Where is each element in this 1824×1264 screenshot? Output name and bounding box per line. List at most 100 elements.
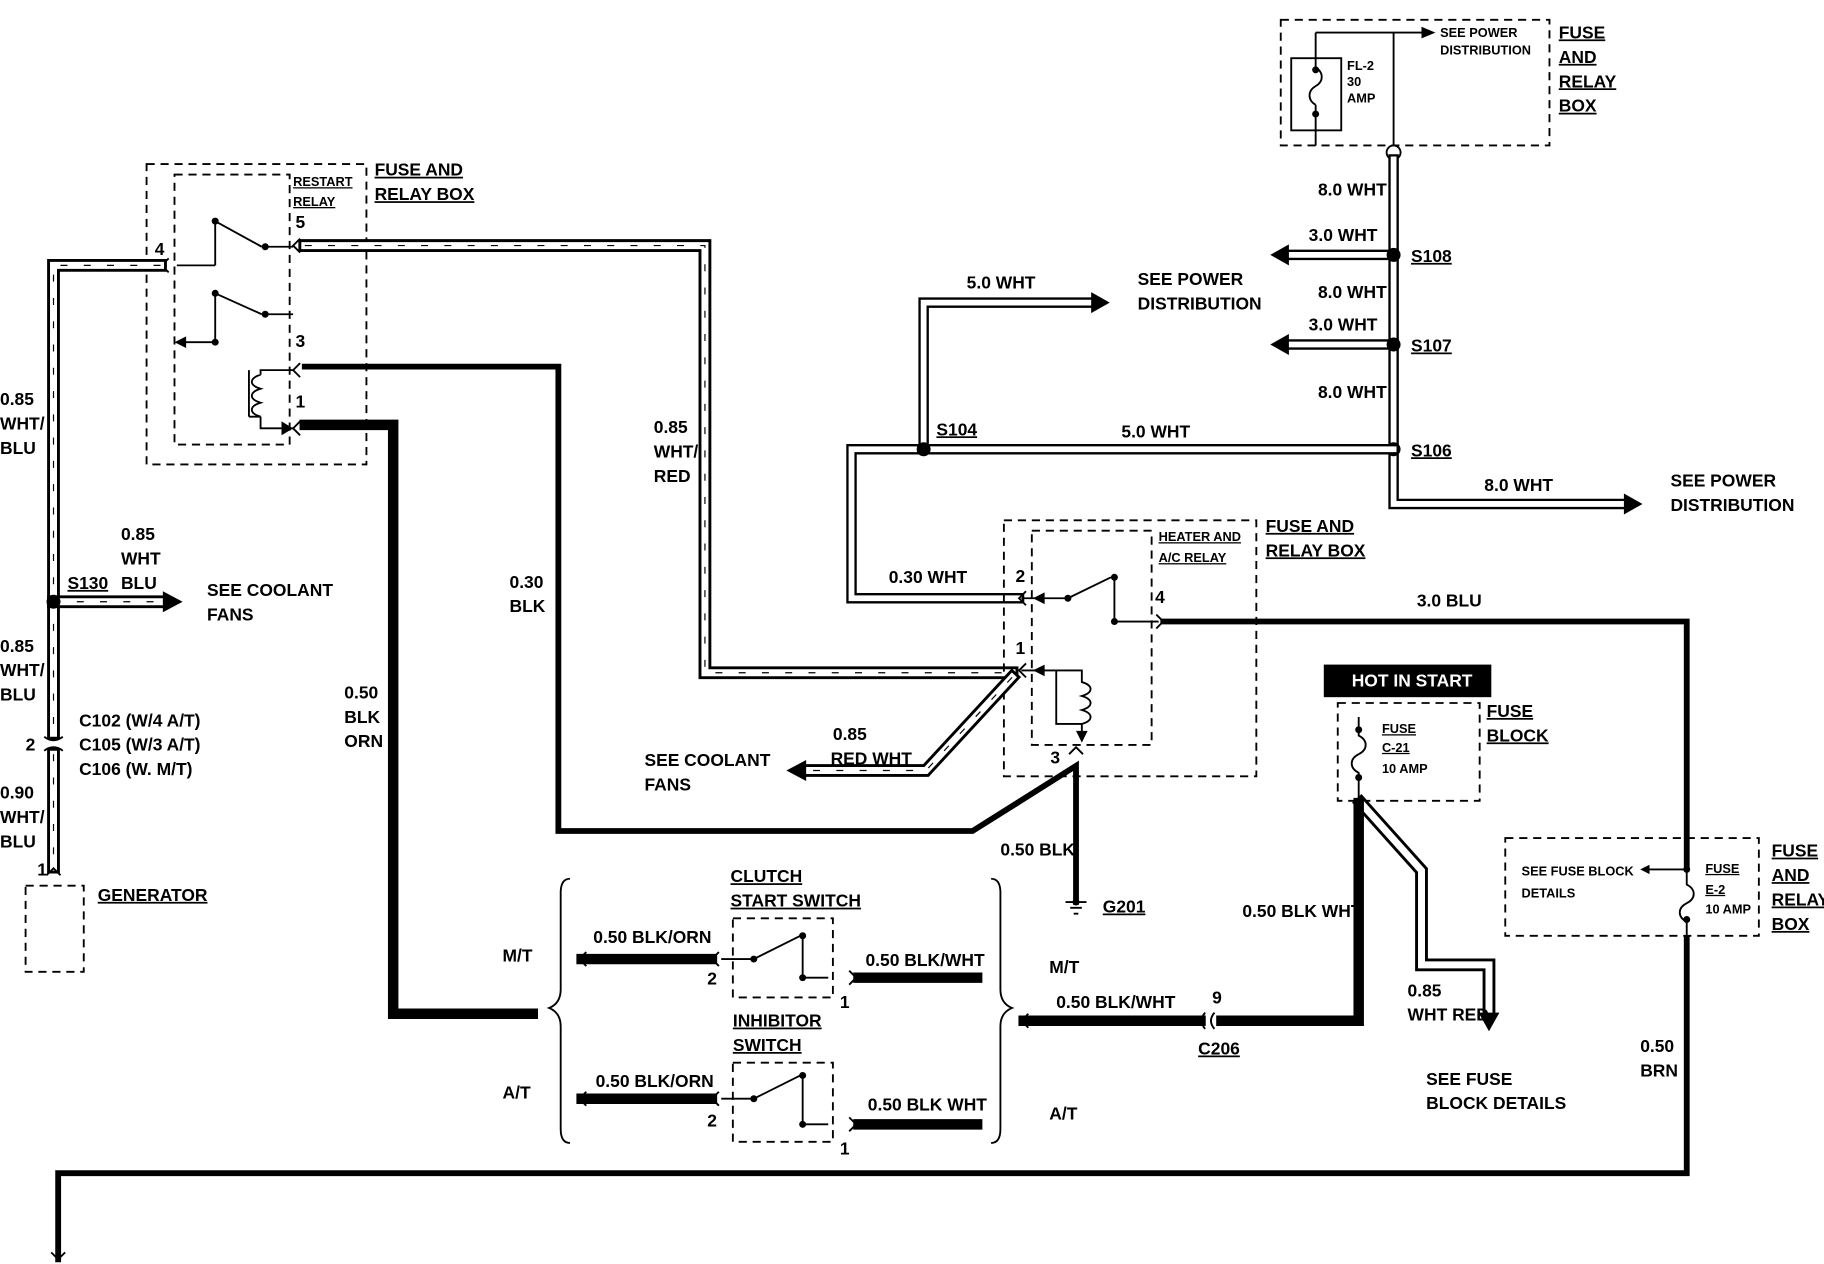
at-right-label: A/T	[1049, 1104, 1077, 1124]
restart-pin-1: 1	[295, 391, 305, 411]
hot-in-start-label: HOT IN START	[1352, 671, 1473, 691]
wire-label-5wht-upper: 5.0 WHT	[967, 273, 1036, 293]
gen-pin-1: 1	[37, 859, 47, 879]
clutch-switch-outline	[731, 917, 834, 999]
restart-pin-4: 4	[155, 239, 165, 259]
wire-label-at-blk-wht: 0.50 BLK WHT	[868, 1094, 987, 1114]
restart-box-outline	[145, 163, 368, 466]
s130-splice	[46, 594, 61, 609]
wire-label-mt-blk-wht: 0.50 BLK/WHT	[865, 950, 984, 970]
generator-label: GENERATOR	[98, 885, 208, 905]
blk-wht-050-wire: 0.50 BLK WHT 9 C206 0.50 BLK/WHT	[1018, 797, 1364, 1058]
inhibitor-switch-outline	[731, 1061, 834, 1143]
connector-labels: C102 (W/4 A/T)C105 (W/3 A/T)C106 (W. M/T…	[79, 710, 200, 779]
s108-label: S108	[1411, 246, 1452, 266]
heater-pin-2: 2	[1016, 566, 1026, 586]
heater-pin-1: 1	[1016, 638, 1026, 658]
mt-left-label: M/T	[503, 945, 533, 965]
clutch-pin-1: 1	[840, 992, 850, 1012]
s108-splice	[1386, 247, 1401, 262]
g201-label: G201	[1103, 896, 1146, 916]
see-coolant-arrow-2	[786, 760, 807, 781]
s130-label: S130	[67, 573, 108, 593]
fuse-block-outline	[1336, 702, 1481, 802]
see-power-arrow-1	[1091, 292, 1110, 314]
heater-pin-4: 4	[1155, 587, 1165, 607]
wire-label-5wht-mid: 5.0 WHT	[1121, 422, 1190, 442]
s107-label: S107	[1411, 335, 1452, 355]
mt-right-label: M/T	[1049, 957, 1079, 977]
restart-pin-5: 5	[295, 212, 305, 232]
power-trunk: 8.0 WHT 3.0 WHT 8.0 WHT 3.0 WHT 8.0 WHT …	[1270, 154, 1794, 515]
wire-label-8wht-d: 8.0 WHT	[1484, 475, 1553, 495]
inhib-pin-1: 1	[840, 1139, 850, 1159]
heater-box-outline	[1002, 519, 1258, 778]
heater-relay-outline	[1030, 529, 1153, 746]
heater-pin-3: 3	[1050, 748, 1060, 768]
inhib-pin-2: 2	[707, 1111, 717, 1131]
generator-outline	[24, 884, 85, 973]
wire-label-8wht-b: 8.0 WHT	[1318, 282, 1387, 302]
left-brace	[546, 877, 571, 1144]
fuse-e2-rating: 10 AMP	[1705, 902, 1751, 917]
restart-pin-3: 3	[295, 331, 305, 351]
wire-label-030wht: 0.30 WHT	[889, 567, 968, 587]
e2-box-outline	[1504, 837, 1760, 937]
at-left-label: A/T	[503, 1083, 531, 1103]
see-coolant-arrow-1	[162, 591, 183, 613]
wire-label-mt-blk-orn: 0.50 BLK/ORN	[593, 927, 711, 947]
s106-label: S106	[1411, 440, 1452, 460]
blu-wire: 3.0 BLU	[1160, 590, 1690, 871]
wire-label-3wht-b: 3.0 WHT	[1309, 315, 1378, 335]
restart-relay-outline	[173, 173, 291, 446]
wire-label-050blk: 0.50 BLK	[1000, 839, 1075, 859]
wire-label-c206-blk-wht: 0.50 BLK/WHT	[1056, 992, 1175, 1012]
s104-splice	[916, 442, 931, 457]
s107-splice	[1386, 337, 1401, 352]
hot-in-start-banner	[1323, 664, 1492, 698]
fuse-c21-rating: 10 AMP	[1382, 761, 1428, 776]
wire-label-blk-wht-050: 0.50 BLK WHT	[1242, 901, 1361, 921]
c206-pin-9: 9	[1212, 987, 1222, 1007]
wire-label-8wht-c: 8.0 WHT	[1318, 382, 1387, 402]
conn-pin-2: 2	[26, 735, 36, 755]
